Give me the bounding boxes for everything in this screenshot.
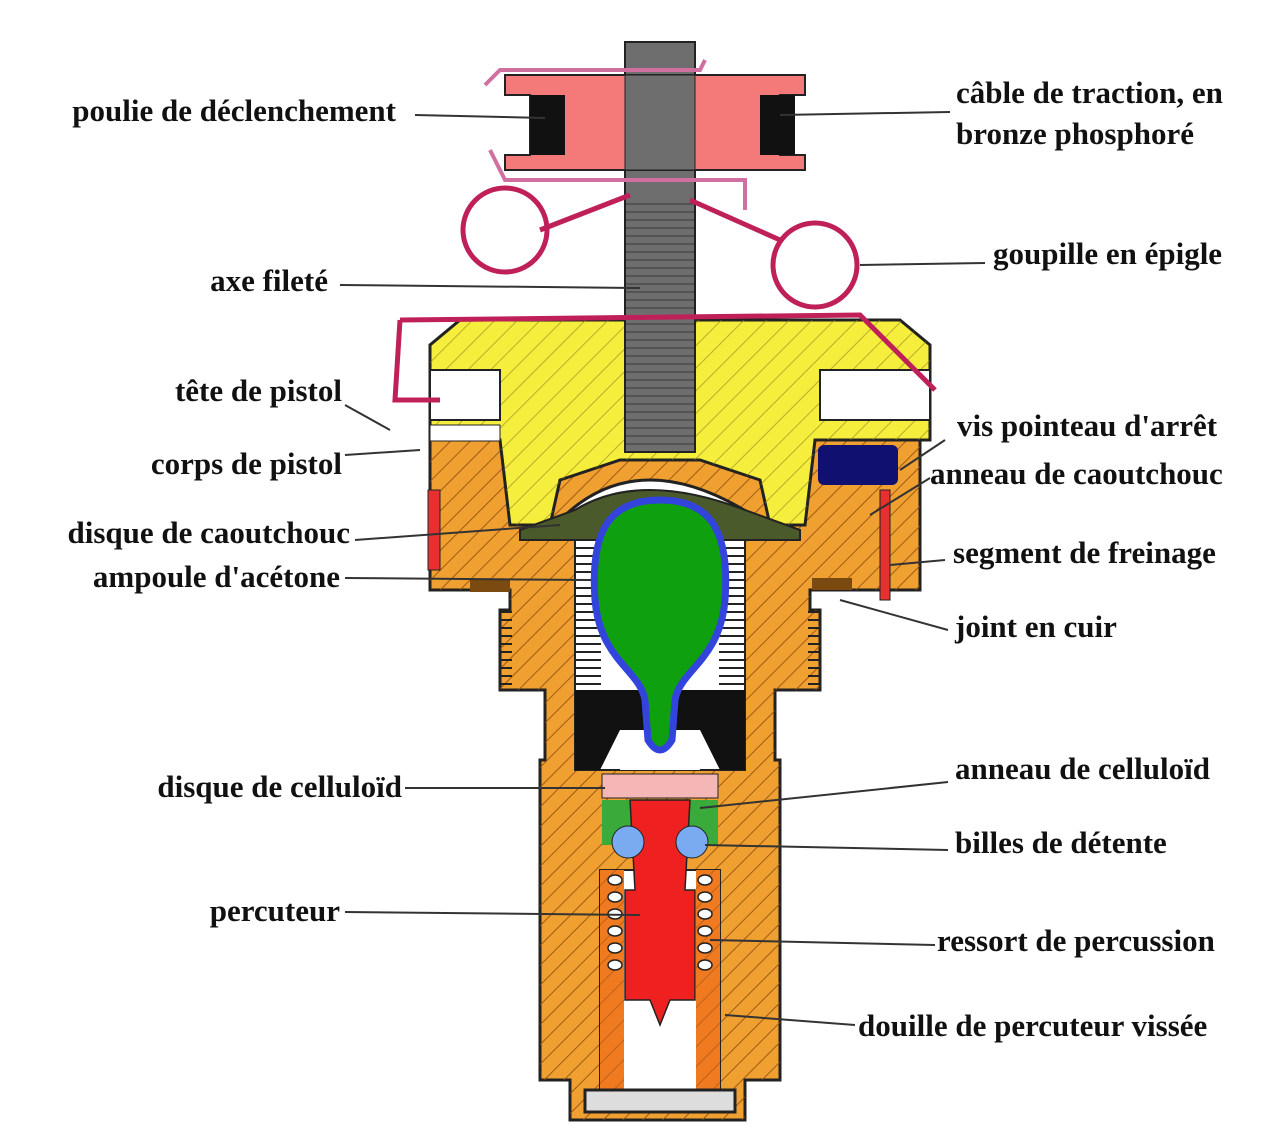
label-anneau-caoutchouc: anneau de caoutchouc — [930, 456, 1223, 491]
cable-traction-path — [483, 59, 707, 87]
pin-arm — [399, 312, 937, 392]
label-cable: câble de traction, en bronze phosphoré — [956, 75, 1223, 151]
goupille-ring-left — [460, 185, 550, 275]
goupille-ring-right — [770, 220, 860, 310]
label-axe: axe fileté — [210, 263, 328, 298]
pulley-groove-left — [530, 95, 565, 155]
goupille-epingle — [392, 59, 937, 403]
label-billes: billes de détente — [955, 825, 1167, 860]
ampoule-acetone-shape — [590, 496, 730, 754]
label-percuteur: percuteur — [209, 893, 340, 928]
disque-celluloid-shape — [601, 773, 719, 799]
label-disque-celluloid: disque de celluloïd — [157, 769, 402, 804]
bille-detente-right — [675, 825, 709, 859]
label-ressort: ressort de percussion — [937, 923, 1215, 958]
pulley-groove-right — [760, 95, 795, 155]
label-vis: vis pointeau d'arrêt — [957, 408, 1218, 443]
label-poulie: poulie de déclenchement — [72, 93, 396, 128]
label-joint: joint en cuir — [955, 609, 1117, 644]
label-segment: segment de freinage — [953, 535, 1216, 570]
leader-lines — [339, 111, 986, 1026]
head-cavity-left — [429, 369, 501, 421]
ressort-percussion-shape — [607, 874, 713, 971]
label-anneau-celluloid: anneau de celluloïd — [955, 751, 1210, 786]
bille-detente-left — [611, 825, 645, 859]
label-goupille: goupille en épigle — [993, 236, 1223, 271]
outer-thread-left — [500, 610, 512, 690]
segment-freinage-right — [879, 489, 891, 601]
segment-freinage-left — [427, 489, 441, 571]
anneau-caoutchouc-shape — [818, 445, 898, 485]
head-cavity-right — [819, 369, 931, 421]
outer-thread-right — [808, 610, 820, 690]
percuteur-shape — [624, 799, 696, 1028]
poulie-declenchement-shape — [504, 74, 806, 171]
bottom-cap — [583, 1088, 737, 1114]
joint-cuir-right — [812, 578, 852, 590]
label-corps: corps de pistol — [150, 446, 342, 481]
label-douille: douille de percuteur vissée — [858, 1008, 1208, 1043]
label-ampoule: ampoule d'acétone — [92, 559, 340, 594]
label-tete: tête de pistol — [174, 373, 342, 408]
label-disque-caoutchouc: disque de caoutchouc — [67, 515, 350, 550]
joint-cuir-left — [470, 580, 510, 592]
